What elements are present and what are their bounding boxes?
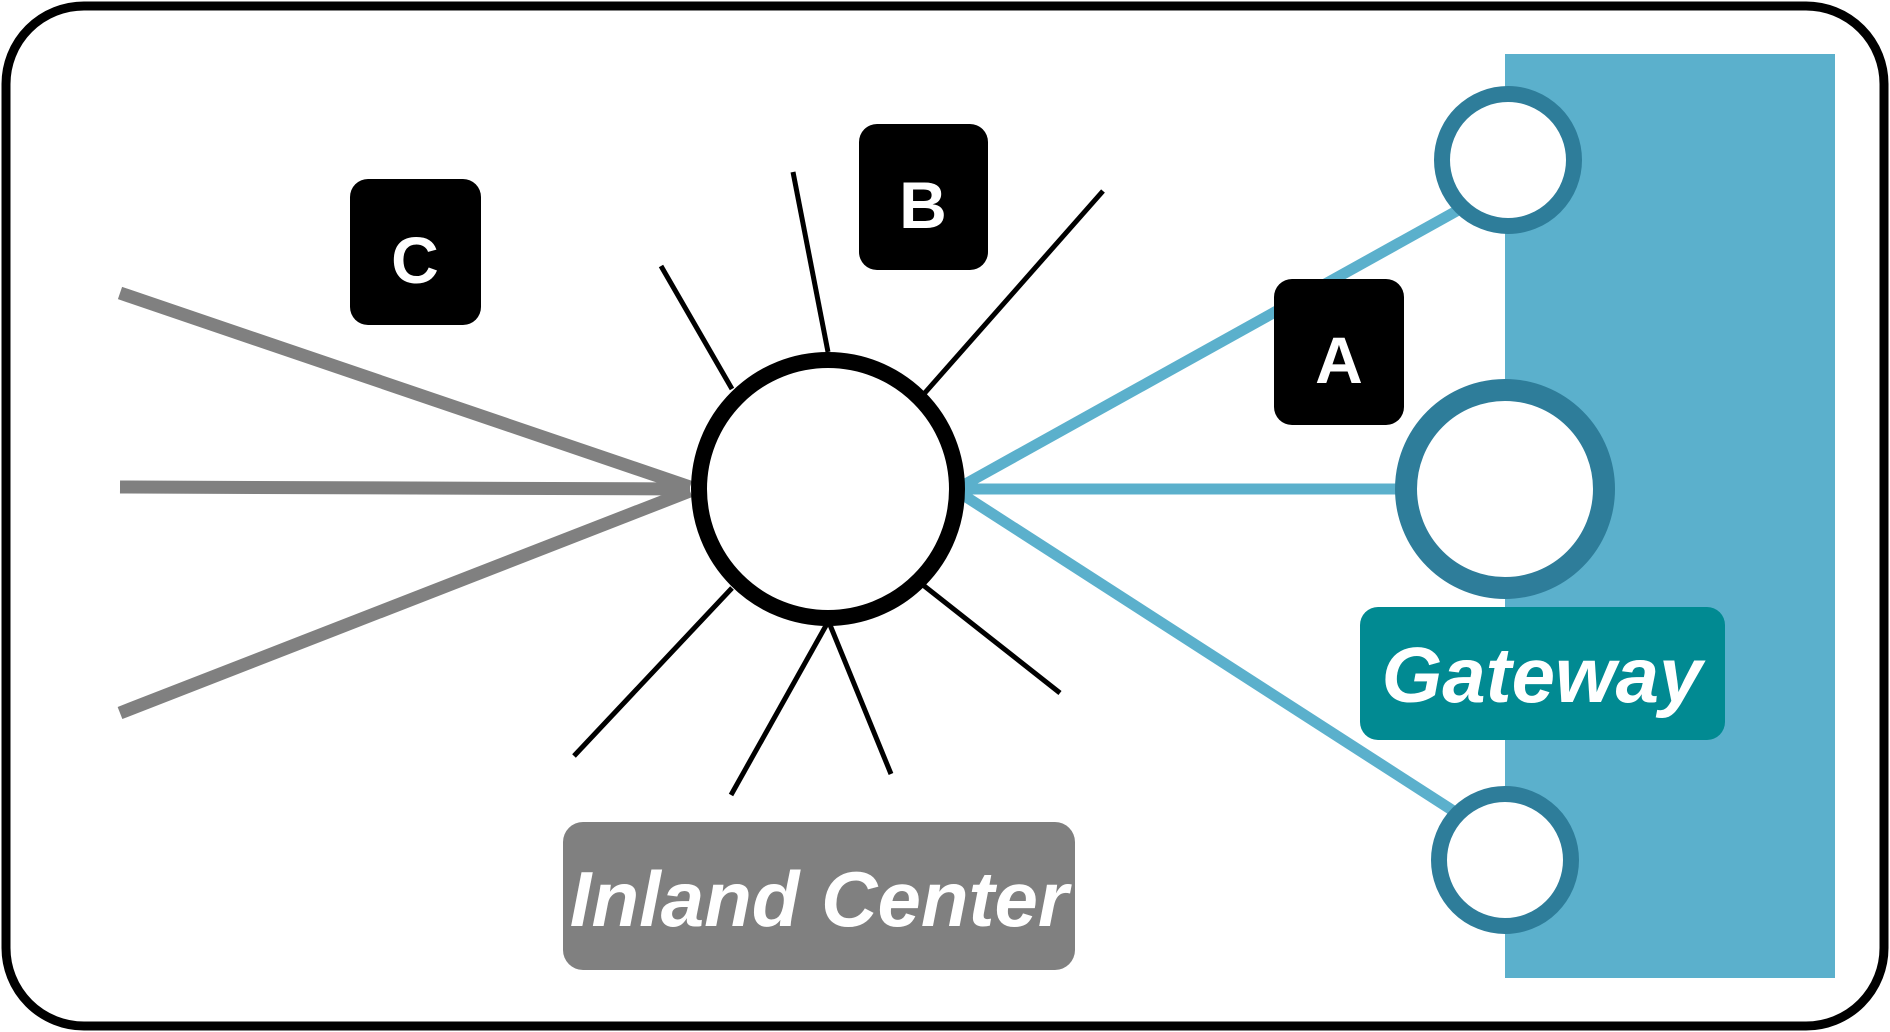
blue-link-lower xyxy=(957,488,1458,817)
inland-hub-node xyxy=(691,352,965,626)
local-spoke-3 xyxy=(921,189,1105,397)
route-tag-b-label: B xyxy=(899,168,947,242)
inland-center-label-text: Inland Center xyxy=(570,855,1072,943)
inland-center-label: Inland Center xyxy=(563,822,1075,970)
route-tag-a: A xyxy=(1274,279,1404,425)
local-spoke-5 xyxy=(825,619,894,775)
route-tag-c-label: C xyxy=(391,223,439,297)
blue-link-upper xyxy=(957,203,1465,492)
gray-link-lower xyxy=(117,484,693,720)
local-spoke-4 xyxy=(921,583,1062,695)
gateway-label: Gateway xyxy=(1360,607,1725,740)
local-spoke-1 xyxy=(658,264,735,391)
gateway-label-text: Gateway xyxy=(1382,631,1706,719)
route-tag-b: B xyxy=(859,124,988,270)
gray-link-upper xyxy=(117,286,693,494)
gray-links xyxy=(117,286,693,720)
local-links xyxy=(572,171,1105,797)
gateway-node-top xyxy=(1434,86,1582,234)
route-tag-c: C xyxy=(350,179,481,325)
local-spoke-6 xyxy=(728,620,831,797)
gray-link-middle xyxy=(119,480,691,496)
blue-links xyxy=(957,203,1465,817)
gateway-node-bottom xyxy=(1431,786,1579,934)
route-tag-a-label: A xyxy=(1315,323,1363,397)
local-spoke-2 xyxy=(790,171,831,353)
local-spoke-7 xyxy=(572,586,734,758)
gateway-node-middle xyxy=(1395,379,1615,599)
